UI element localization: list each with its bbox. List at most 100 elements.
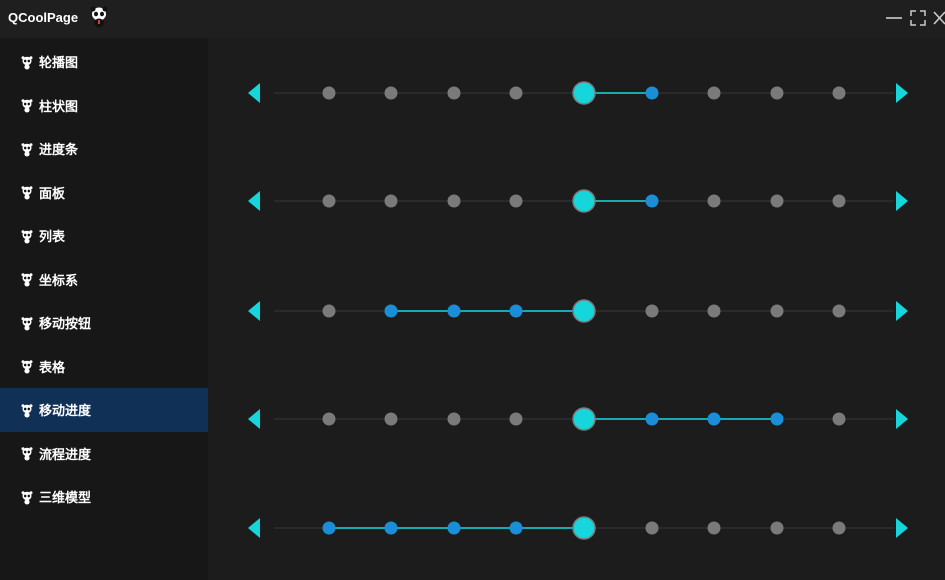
slider-dot[interactable] [707, 86, 721, 100]
slider-handle[interactable] [572, 407, 596, 431]
sidebar-item-7[interactable]: 表格 [0, 345, 208, 389]
sidebar-item-label: 三维模型 [39, 491, 92, 507]
progress-slider[interactable] [208, 296, 945, 326]
panda-icon [21, 142, 33, 157]
minimize-button[interactable] [884, 8, 904, 28]
close-icon [933, 11, 945, 25]
arrow-left-icon[interactable] [248, 518, 260, 538]
panda-icon [21, 316, 33, 331]
slider-dot[interactable] [322, 194, 336, 208]
panda-icon [21, 272, 33, 287]
panda-icon [21, 98, 33, 113]
progress-slider[interactable] [208, 513, 945, 543]
slider-dot[interactable] [447, 86, 461, 100]
slider-dot[interactable] [770, 194, 784, 208]
close-button[interactable] [932, 8, 945, 28]
slider-dot[interactable] [509, 521, 523, 535]
slider-handle[interactable] [572, 299, 596, 323]
sidebar-item-4[interactable]: 列表 [0, 214, 208, 258]
slider-dot[interactable] [832, 304, 846, 318]
sidebar-item-5[interactable]: 坐标系 [0, 258, 208, 302]
sidebar-item-9[interactable]: 流程进度 [0, 432, 208, 476]
slider-dot[interactable] [384, 86, 398, 100]
arrow-right-icon[interactable] [896, 301, 908, 321]
arrow-right-icon[interactable] [896, 409, 908, 429]
slider-dot[interactable] [447, 521, 461, 535]
sidebar-item-label: 轮播图 [39, 56, 79, 72]
sidebar-item-label: 进度条 [39, 143, 79, 159]
slider-handle[interactable] [572, 189, 596, 213]
minimize-icon [886, 17, 902, 19]
slider-dot[interactable] [322, 521, 336, 535]
panda-icon [21, 446, 33, 461]
slider-dot[interactable] [645, 521, 659, 535]
sidebar-item-3[interactable]: 面板 [0, 171, 208, 215]
panda-icon [21, 490, 33, 505]
slider-dot[interactable] [770, 521, 784, 535]
sidebar-item-8[interactable]: 移动进度 [0, 388, 208, 432]
slider-dot[interactable] [645, 304, 659, 318]
maximize-button[interactable] [908, 8, 928, 28]
slider-dot[interactable] [645, 412, 659, 426]
sidebar-item-label: 列表 [39, 230, 66, 246]
slider-dot[interactable] [707, 194, 721, 208]
slider-dot[interactable] [384, 194, 398, 208]
slider-dot[interactable] [707, 412, 721, 426]
panda-icon [21, 229, 33, 244]
progress-slider[interactable] [208, 78, 945, 108]
maximize-icon [910, 10, 926, 26]
slider-dot[interactable] [645, 194, 659, 208]
slider-dot[interactable] [509, 194, 523, 208]
arrow-left-icon[interactable] [248, 191, 260, 211]
slider-dot[interactable] [770, 304, 784, 318]
slider-dot[interactable] [384, 412, 398, 426]
slider-dot[interactable] [322, 304, 336, 318]
slider-dot[interactable] [832, 521, 846, 535]
slider-dot[interactable] [832, 412, 846, 426]
sidebar-item-6[interactable]: 移动按钮 [0, 301, 208, 345]
arrow-right-icon[interactable] [896, 191, 908, 211]
slider-dot[interactable] [384, 304, 398, 318]
sidebar-item-label: 坐标系 [39, 273, 79, 289]
arrow-left-icon[interactable] [248, 301, 260, 321]
app-title: QCoolPage [8, 10, 79, 25]
sidebar-item-label: 柱状图 [39, 99, 79, 115]
arrow-right-icon[interactable] [896, 83, 908, 103]
arrow-left-icon[interactable] [248, 409, 260, 429]
sidebar-item-label: 面板 [39, 186, 66, 202]
slider-dot[interactable] [832, 194, 846, 208]
slider-dot[interactable] [322, 86, 336, 100]
slider-dot[interactable] [509, 304, 523, 318]
slider-dot[interactable] [770, 412, 784, 426]
title-bar: QCoolPage [0, 0, 945, 38]
slider-dot[interactable] [509, 86, 523, 100]
progress-slider[interactable] [208, 404, 945, 434]
sidebar-item-10[interactable]: 三维模型 [0, 475, 208, 519]
arrow-right-icon[interactable] [896, 518, 908, 538]
slider-dot[interactable] [832, 86, 846, 100]
slider-dot[interactable] [645, 86, 659, 100]
slider-handle[interactable] [572, 516, 596, 540]
sidebar-item-0[interactable]: 轮播图 [0, 40, 208, 84]
slider-dot[interactable] [707, 304, 721, 318]
sidebar-item-label: 移动进度 [39, 404, 92, 420]
slider-handle[interactable] [572, 81, 596, 105]
slider-dot[interactable] [447, 194, 461, 208]
sidebar-item-label: 流程进度 [39, 447, 92, 463]
progress-slider[interactable] [208, 186, 945, 216]
arrow-left-icon[interactable] [248, 83, 260, 103]
slider-dot[interactable] [707, 521, 721, 535]
slider-dot[interactable] [447, 412, 461, 426]
slider-dot[interactable] [770, 86, 784, 100]
slider-dot[interactable] [322, 412, 336, 426]
slider-dot[interactable] [384, 521, 398, 535]
sidebar-item-label: 表格 [39, 360, 66, 376]
sidebar-item-1[interactable]: 柱状图 [0, 84, 208, 128]
sidebar-item-2[interactable]: 进度条 [0, 127, 208, 171]
panda-icon [21, 55, 33, 70]
slider-dot[interactable] [509, 412, 523, 426]
sidebar-item-label: 移动按钮 [39, 317, 92, 333]
panda-icon [21, 185, 33, 200]
panda-icon [21, 359, 33, 374]
slider-dot[interactable] [447, 304, 461, 318]
